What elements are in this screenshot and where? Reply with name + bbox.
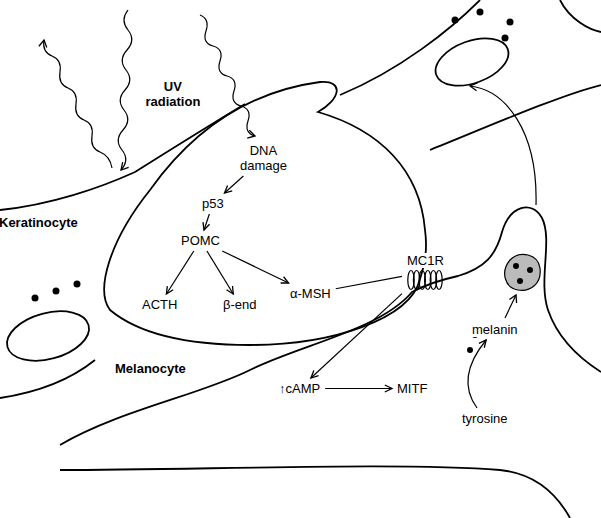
melanosome xyxy=(505,254,541,290)
term-text: ↑cAMP xyxy=(277,381,322,396)
term-text: α-MSH xyxy=(288,286,333,301)
pathway-term: ACTH xyxy=(140,297,179,312)
cell-label: Melanocyte xyxy=(113,361,188,376)
pathway-term: p53 xyxy=(200,196,226,211)
pathway-arrow xyxy=(207,251,233,294)
term-text: MITF xyxy=(395,381,429,396)
pathway-arrow xyxy=(222,251,288,283)
term-text: tyrosine xyxy=(460,411,510,426)
cell-label: Keratinocyte xyxy=(0,215,80,230)
stimulus-label: UV radiation xyxy=(141,79,205,109)
term-text: ACTH xyxy=(140,297,179,312)
pathway-term: tyrosine xyxy=(460,411,510,426)
pathway-term: DNA damage xyxy=(238,143,289,173)
receptor-symbol xyxy=(406,269,444,291)
pathway-term: α-MSH xyxy=(288,286,333,301)
pathway-arrow xyxy=(325,385,392,392)
uv-waves xyxy=(44,10,255,170)
pathway-arrow xyxy=(311,294,402,378)
term-text: MC1R xyxy=(405,253,446,268)
term-text: melanin xyxy=(470,322,520,337)
pathway-term: melanin xyxy=(470,322,520,337)
pathway-arrow xyxy=(225,176,244,193)
pathway-term: ↑cAMP xyxy=(277,381,322,396)
term-text: POMC xyxy=(179,233,222,248)
pathway-term: MITF xyxy=(395,381,429,396)
pathway-term: POMC xyxy=(179,233,222,248)
receptor-node: MC1R xyxy=(405,253,446,291)
melanin-granules xyxy=(32,9,514,354)
pathway-arrow xyxy=(203,214,210,230)
pathway-term: β-end xyxy=(221,297,259,312)
term-text: DNA damage xyxy=(238,143,289,173)
term-text: β-end xyxy=(221,297,259,312)
transport-arrows xyxy=(470,86,536,318)
pathway-arrow xyxy=(336,276,402,288)
pathway-arrow xyxy=(468,340,486,408)
pathway-arrow xyxy=(166,251,193,294)
term-text: p53 xyxy=(200,196,226,211)
